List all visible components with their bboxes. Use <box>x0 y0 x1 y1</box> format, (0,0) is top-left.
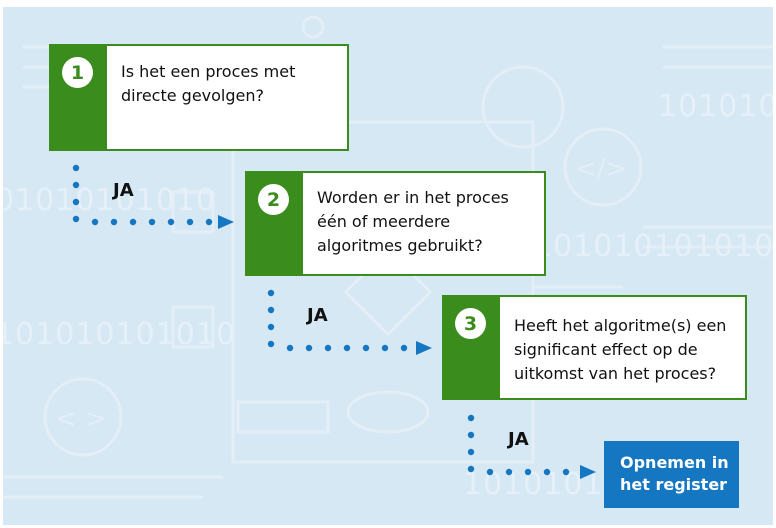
connector-dot <box>467 448 475 456</box>
connector-dot <box>486 468 494 476</box>
connector-dot <box>543 468 551 476</box>
step-1-sidebar: 1 <box>51 46 107 149</box>
connector-dot <box>267 323 275 331</box>
connector-dot <box>562 468 570 476</box>
result-box: Opnemen in het register <box>604 441 739 508</box>
tech-background: </> < > 10101010101 01010101010 10101010… <box>3 7 773 525</box>
connector-dot <box>324 344 332 352</box>
connector-dot <box>267 340 275 348</box>
connector-dot <box>524 468 532 476</box>
step-2-line: algoritmes gebruikt? <box>317 236 483 255</box>
result-line: het register <box>620 475 728 494</box>
binary-text: 101010101010 <box>533 229 773 264</box>
step-2-question: Worden er in het proces één of meerdere … <box>303 173 523 274</box>
step-3-line: Heeft het algoritme(s) een <box>514 316 727 335</box>
connector-dot <box>129 218 137 226</box>
step-1-box: 1 Is het een proces met directe gevolgen… <box>49 44 349 151</box>
connector-dot <box>267 289 275 297</box>
connector-dot <box>362 344 370 352</box>
step-3-question: Heeft het algoritme(s) een significant e… <box>500 297 740 398</box>
ja-label-3: JA <box>508 429 529 450</box>
result-line: Opnemen in <box>620 453 729 472</box>
connector-dot <box>72 164 80 172</box>
connector-dot <box>186 218 194 226</box>
svg-text:</>: </> <box>575 154 627 184</box>
step-3-box: 3 Heeft het algoritme(s) een significant… <box>442 295 747 400</box>
connector-dot <box>467 431 475 439</box>
connector-dot <box>467 414 475 422</box>
binary-text: 01010101010 <box>3 183 216 218</box>
step-3-number: 3 <box>455 308 486 339</box>
step-2-line: Worden er in het proces <box>317 188 509 207</box>
connector-dot <box>167 218 175 226</box>
step-2-number: 2 <box>258 184 289 215</box>
connector-dot <box>72 198 80 206</box>
step-3-line: significant effect op de <box>514 340 698 359</box>
step-1-line: directe gevolgen? <box>121 86 265 105</box>
connector-dot <box>148 218 156 226</box>
connector-dot <box>343 344 351 352</box>
step-1-question: Is het een proces met directe gevolgen? <box>107 46 309 149</box>
connector-dot <box>467 465 475 473</box>
step-1-number: 1 <box>62 57 93 88</box>
connector-dot <box>72 215 80 223</box>
connector-dot <box>110 218 118 226</box>
connector-dot <box>400 344 408 352</box>
connector-dot <box>305 344 313 352</box>
binary-text: 10101010101 <box>658 89 773 124</box>
arrowhead <box>416 341 432 355</box>
connector-dot <box>205 218 213 226</box>
step-2-box: 2 Worden er in het proces één of meerder… <box>245 171 546 276</box>
connector-dot <box>72 181 80 189</box>
ja-label-1: JA <box>113 180 134 201</box>
arrowhead <box>218 215 234 229</box>
step-3-sidebar: 3 <box>444 297 500 398</box>
connector-dot <box>381 344 389 352</box>
step-2-sidebar: 2 <box>247 173 303 274</box>
binary-text: 101010101010 <box>3 317 237 352</box>
connector-dot <box>267 306 275 314</box>
step-1-line: Is het een proces met <box>121 62 296 81</box>
step-3-line: uitkomst van het proces? <box>514 364 717 383</box>
svg-text:< >: < > <box>55 404 107 434</box>
step-2-line: één of meerdere <box>317 212 451 231</box>
connector-dot <box>286 344 294 352</box>
ja-label-2: JA <box>307 305 328 326</box>
connector-dot <box>91 218 99 226</box>
connector-dot <box>505 468 513 476</box>
arrowhead <box>580 465 596 479</box>
